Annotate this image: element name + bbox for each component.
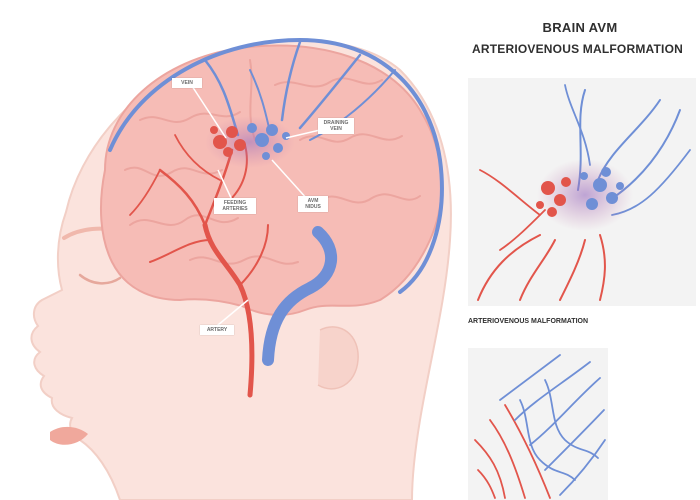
title-line-1: BRAIN AVM: [542, 20, 618, 35]
avm-nidus-icon: [205, 116, 295, 168]
brain-icon: [99, 44, 443, 316]
closed-eye-icon: [78, 273, 122, 285]
callout-feeding-arteries: FEEDING ARTERIES: [214, 198, 256, 214]
callout-vein: VEIN: [172, 78, 202, 88]
panel-subtitle: ARTERIOVENOUS MALFORMATION: [468, 318, 589, 325]
draining-vein-to-neck: [262, 226, 338, 366]
vessel-tangle-panel: [468, 348, 608, 500]
lips-icon: [50, 426, 88, 445]
callout-avm-nidus: AVM NIDUS: [298, 196, 328, 212]
arteries: [129, 134, 269, 398]
callout-artery: ARTERY: [200, 325, 234, 335]
title-line-2: ARTERIOVENOUS MALFORMATION: [472, 42, 683, 56]
avm-closeup-panel: [468, 78, 696, 306]
callout-leaders: [191, 85, 321, 331]
callout-draining-vein: DRAINING VEIN: [318, 118, 354, 134]
